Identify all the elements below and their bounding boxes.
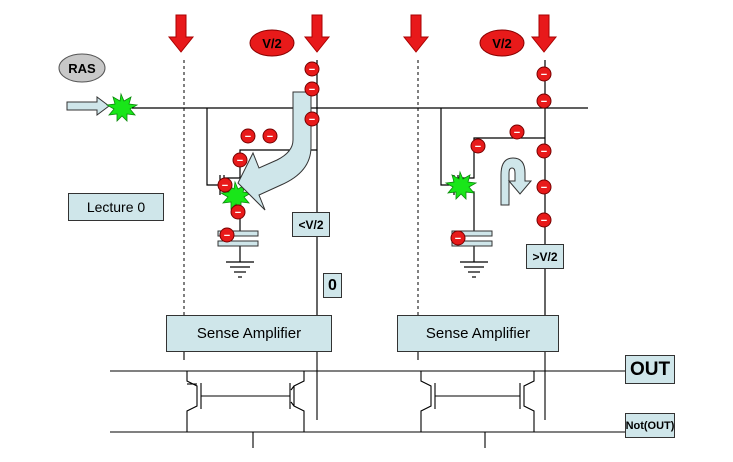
svg-text:RAS: RAS (68, 61, 96, 76)
sense-amplifier-left: Sense Amplifier (166, 315, 332, 352)
not-out-label: Not(OUT) (625, 413, 675, 438)
ras-input-arrow-icon (66, 96, 110, 116)
svg-text:−: − (309, 84, 315, 96)
electron-icon: − (217, 177, 233, 193)
v-half-label-right: V/2 (479, 29, 525, 57)
svg-text:−: − (455, 233, 461, 245)
electron-icon: − (536, 66, 552, 82)
svg-text:−: − (222, 180, 228, 192)
down-arrow-icon (167, 14, 195, 53)
svg-text:−: − (514, 127, 520, 139)
ground-icon (226, 261, 254, 278)
down-arrow-icon (402, 14, 430, 53)
svg-text:−: − (541, 146, 547, 158)
down-arrow-icon (530, 14, 558, 53)
electrons-right: − − − − − − − − (450, 66, 552, 246)
electron-icon: − (536, 93, 552, 109)
transistor-icon (420, 371, 520, 432)
spark-icon (105, 92, 139, 122)
svg-text:V/2: V/2 (262, 36, 282, 51)
electron-icon: − (262, 128, 278, 144)
transistor-icon (519, 371, 535, 432)
electron-icon: − (230, 204, 246, 220)
electron-icon: − (470, 138, 486, 154)
flow-arrow-icon (237, 91, 312, 211)
svg-text:−: − (541, 96, 547, 108)
zero-value-label: 0 (323, 273, 342, 298)
ras-label: RAS (58, 53, 106, 83)
svg-text:−: − (237, 155, 243, 167)
v-half-label-left: V/2 (249, 29, 295, 57)
electron-icon: − (536, 212, 552, 228)
svg-text:−: − (309, 114, 315, 126)
electron-icon: − (240, 128, 256, 144)
bottom-circuit (110, 352, 625, 448)
out-label: OUT (625, 355, 675, 384)
less-than-v-half-label: <V/2 (292, 212, 330, 237)
dashed-guides (183, 60, 419, 315)
flow-arrow-icon (500, 157, 533, 206)
svg-text:−: − (309, 64, 315, 76)
spark-icon (444, 170, 478, 200)
svg-text:−: − (541, 69, 547, 81)
electron-icon: − (536, 179, 552, 195)
electron-icon: − (509, 124, 525, 140)
svg-text:V/2: V/2 (492, 36, 512, 51)
capacitor-icon (217, 230, 259, 247)
sense-amplifier-right: Sense Amplifier (397, 315, 559, 352)
greater-than-v-half-label: >V/2 (526, 244, 564, 269)
down-arrow-icon (303, 14, 331, 53)
electron-icon: − (304, 61, 320, 77)
ground-icon (460, 261, 488, 278)
electron-icon: − (219, 227, 235, 243)
svg-text:−: − (267, 131, 273, 143)
electron-icon: − (304, 111, 320, 127)
transistor-icon (289, 371, 305, 432)
svg-text:−: − (541, 215, 547, 227)
svg-text:−: − (541, 182, 547, 194)
svg-text:−: − (245, 131, 251, 143)
lecture-label: Lecture 0 (68, 193, 164, 221)
electrons-left: −−−−−−−−− (217, 61, 320, 243)
electron-icon: − (232, 152, 248, 168)
transistor-icon (186, 371, 290, 432)
svg-text:−: − (235, 207, 241, 219)
svg-text:−: − (475, 141, 481, 153)
electron-icon: − (304, 81, 320, 97)
electron-icon: − (536, 143, 552, 159)
electron-icon: − (450, 230, 466, 246)
svg-text:−: − (224, 230, 230, 242)
